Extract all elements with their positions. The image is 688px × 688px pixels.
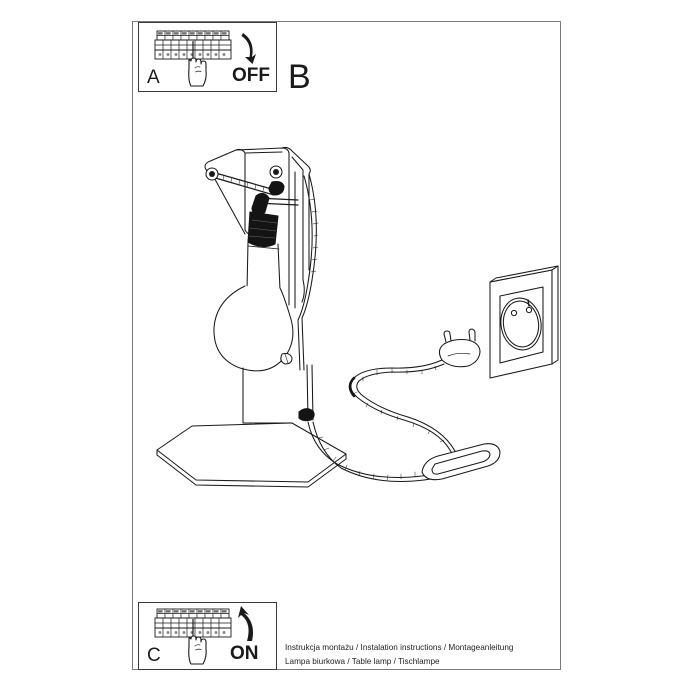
light-bulb: [213, 241, 294, 372]
panel-a-letter: A: [147, 67, 160, 88]
panel-c-breaker-on: ON C: [138, 602, 277, 670]
power-plug: [438, 328, 481, 368]
lamp-assembly-illustration: [156, 146, 559, 488]
power-cable: [298, 359, 459, 482]
panel-a-action-label: OFF: [232, 65, 270, 86]
panel-c-graphic: ON C: [147, 606, 259, 666]
panel-c-letter: C: [147, 645, 161, 666]
pointing-hand-icon: [188, 57, 207, 87]
panel-c-action-label: ON: [230, 643, 259, 664]
arrow-up-curved-icon: [238, 606, 253, 641]
lamp-base-plate: [156, 422, 347, 488]
pointing-hand-icon: [188, 635, 207, 665]
caption-line-1: Instrukcja montażu / Instalation instruc…: [285, 643, 514, 652]
panel-a-graphic: OFF A: [147, 30, 270, 88]
caption-block: Instrukcja montażu / Instalation instruc…: [285, 641, 513, 668]
wall-socket: [489, 265, 559, 379]
inline-switch: [421, 443, 501, 481]
arrow-down-curved-icon: [241, 33, 256, 64]
caption-line-2: Lampa biurkowa / Table lamp / Tischlampe: [285, 656, 440, 666]
lamp-stem: [242, 367, 293, 424]
circuit-breaker-panel-icon: [154, 608, 232, 641]
lamp-shade-frame: [204, 146, 319, 371]
panel-b-letter: B: [288, 58, 311, 96]
panel-a-breaker-off: OFF A: [138, 22, 277, 92]
lamp-hanger-rod: [205, 165, 299, 206]
bulb-socket: [247, 192, 279, 248]
